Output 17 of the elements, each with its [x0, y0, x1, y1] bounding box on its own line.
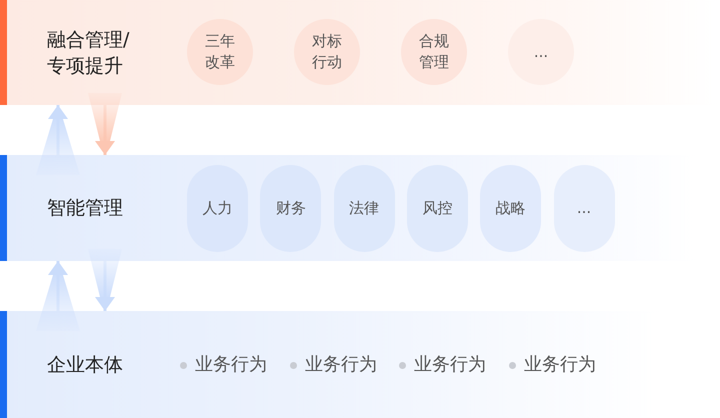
topic-circle: 对标行动: [294, 19, 360, 85]
module-pill: 人力: [187, 164, 248, 252]
module-pill: 战略: [480, 164, 542, 252]
module-pill: 财务: [260, 164, 322, 252]
list-item-text: 业务行为: [524, 353, 596, 377]
module-pill: 风控: [406, 164, 468, 252]
list-item-text: 业务行为: [414, 353, 486, 377]
list-item-text: 业务行为: [305, 353, 377, 377]
band-title: 企业本体: [47, 352, 124, 378]
list-item-text: 业务行为: [195, 353, 267, 377]
module-pill: 法律: [334, 164, 395, 252]
module-pill: ...: [554, 164, 614, 252]
band-title: 智能管理: [47, 196, 124, 221]
topic-circle: 三年改革: [187, 19, 253, 85]
band-title: 融合管理/专项提升: [47, 28, 130, 78]
topic-circle: ...: [508, 19, 574, 85]
topic-circle: 合规管理: [401, 19, 467, 85]
